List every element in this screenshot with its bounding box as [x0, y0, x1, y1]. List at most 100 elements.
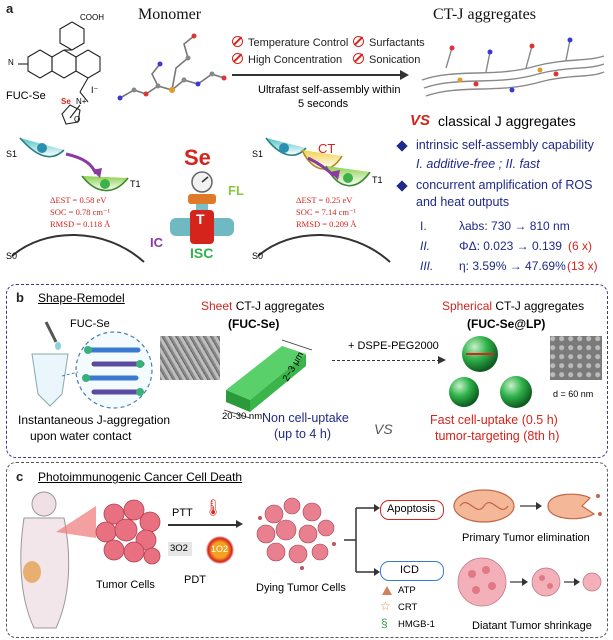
- forbidden-icon: [353, 53, 364, 64]
- diamond-bullet-icon: [396, 140, 408, 152]
- right-s1-label: S1: [252, 149, 264, 159]
- panel-b-molecule: FUC-Se: [70, 318, 110, 330]
- sheet-result-1: Non cell-uptake: [262, 411, 349, 425]
- reagent-label: + DSPE-PEG2000: [348, 340, 439, 352]
- iodide-label: I⁻: [91, 85, 99, 95]
- right-delta-est: ΔEST = 0.25 eV: [296, 195, 353, 205]
- left-rmsd: RMSD = 0.118 Å: [50, 219, 111, 229]
- panel-c-heading: Photoimmunogenic Cancer Cell Death: [38, 470, 243, 484]
- metric-1-num: I.: [420, 219, 427, 233]
- thermometer-icon: 🌡: [203, 500, 224, 517]
- icd-label: ICD: [400, 564, 419, 576]
- singlet-oxygen-burst: [206, 536, 234, 564]
- cooh-label: COOH: [80, 13, 104, 22]
- center-se-label: Se: [184, 145, 211, 170]
- monomer-title: Monomer: [138, 6, 202, 23]
- apoptosis-badge: [380, 500, 444, 520]
- metric-3-extra: (13 x): [567, 259, 598, 273]
- right-ct-label: CT: [318, 141, 336, 156]
- feature-2: I. additive-free ; II. fast: [416, 157, 540, 171]
- mouse-illustration: [20, 491, 70, 629]
- feature-1: intrinsic self-assembly capability: [416, 138, 594, 152]
- sphere-diameter: d = 60 nm: [553, 389, 594, 399]
- marker-hmgb: HMGB-1: [398, 619, 435, 630]
- primary-tumor-label: Primary Tumor elimination: [462, 532, 590, 544]
- feature-4: and heat outputs: [416, 195, 510, 209]
- right-energy-diagram: [257, 137, 391, 263]
- left-s1-label: S1: [6, 149, 18, 159]
- assembly-arrowhead: [400, 70, 409, 80]
- forbidden-icon: [232, 53, 243, 64]
- tumor-shrinkage-illustration: [457, 557, 602, 607]
- right-rmsd: RMSD = 0.209 Å: [296, 219, 357, 229]
- metric-2-extra: (6 x): [568, 239, 592, 253]
- panel-b-box: [6, 284, 608, 458]
- reagent-arrow: [332, 360, 440, 361]
- n-label: N: [8, 58, 14, 67]
- vs-label: VS: [374, 421, 393, 437]
- assembly-text-1: Ultrafast self-assembly within: [258, 84, 401, 96]
- metric-3-num: III.: [420, 259, 434, 273]
- sphere-title: Spherical CT-J aggregates: [442, 299, 585, 313]
- panel-c-label: c: [16, 469, 24, 484]
- metric-2-label: ΦΔ: 0.023 → 0.139: [459, 239, 562, 253]
- left-s0-label: S0: [6, 251, 18, 261]
- sheet-tem-image: [160, 336, 220, 380]
- marker-atp: ATP: [398, 585, 416, 596]
- assembly-text-2: 5 seconds: [298, 98, 349, 110]
- ctj-aggregate-model: [421, 37, 605, 97]
- right-s0-label: S0: [252, 251, 264, 261]
- sheet-block: [223, 339, 313, 418]
- panel-b-caption-1: Instantaneous J-aggregation: [18, 413, 171, 427]
- right-t1-label: T1: [372, 175, 383, 185]
- monomer-3d-model: [117, 33, 227, 101]
- center-ic-label: IC: [150, 235, 163, 250]
- apoptosis-label: Apoptosis: [387, 503, 436, 515]
- sphere-result-2: tumor-targeting (8th h): [435, 429, 560, 443]
- valve-illustration: [170, 171, 234, 244]
- panel-b-heading: Shape-Remodel: [38, 291, 125, 305]
- center-isc-label: ISC: [190, 245, 214, 261]
- dying-tumor-cells: [256, 497, 336, 570]
- tumor-cells: [95, 499, 161, 565]
- assembly-arrow: [232, 74, 402, 76]
- feature-3: concurrent amplification of ROS: [416, 178, 593, 192]
- ctj-title: CT-J aggregates: [433, 6, 536, 23]
- left-t1-label: T1: [130, 179, 141, 189]
- condition-concentration: High Concentration: [232, 53, 342, 66]
- ptt-arrowhead: [236, 520, 243, 528]
- o2-singlet-label: 1O2: [211, 544, 229, 554]
- light-beam: [56, 506, 96, 538]
- condition-sonication: Sonication: [353, 53, 420, 66]
- branch-arrows: [344, 504, 380, 576]
- left-delta-est: ΔEST = 0.58 eV: [50, 195, 107, 205]
- sheet-title: Sheet CT-J aggregates: [201, 299, 325, 313]
- dying-cells-label: Dying Tumor Cells: [256, 582, 346, 594]
- tumor-cells-label: Tumor Cells: [96, 579, 155, 591]
- sheet-result-2: (up to 4 h): [274, 427, 331, 441]
- distant-tumor-label: Diatant Tumor shrinkage: [472, 620, 592, 632]
- panel-c-box: [6, 462, 608, 638]
- molecule-name: FUC-Se: [6, 90, 46, 102]
- ptt-label: PTT: [172, 507, 193, 519]
- marker-crt: CRT: [398, 602, 418, 613]
- se-atom-label: Se: [61, 97, 71, 106]
- n-plus-label: N+: [76, 97, 87, 106]
- ptt-arrow: [168, 524, 238, 526]
- forbidden-icon: [232, 36, 243, 47]
- center-fl-label: FL: [228, 183, 244, 198]
- panel-a-label: a: [6, 1, 14, 16]
- atp-icon: [382, 586, 392, 595]
- left-soc: SOC = 0.78 cm⁻¹: [50, 207, 110, 217]
- reagent-arrowhead: [438, 356, 446, 364]
- right-soc: SOC = 7.14 cm⁻¹: [296, 207, 356, 217]
- sphere-result-1: Fast cell-uptake (0.5 h): [430, 413, 558, 427]
- o-label: O: [74, 115, 81, 124]
- sphere-particles: [449, 336, 532, 408]
- sheet-dim-width: 20-30 nm: [222, 411, 263, 422]
- center-t-label: T: [196, 211, 205, 227]
- left-energy-diagram: [11, 137, 145, 263]
- hmgb-icon: §: [381, 616, 388, 630]
- forbidden-icon: [353, 36, 364, 47]
- condition-temperature: Temperature Control: [232, 36, 348, 49]
